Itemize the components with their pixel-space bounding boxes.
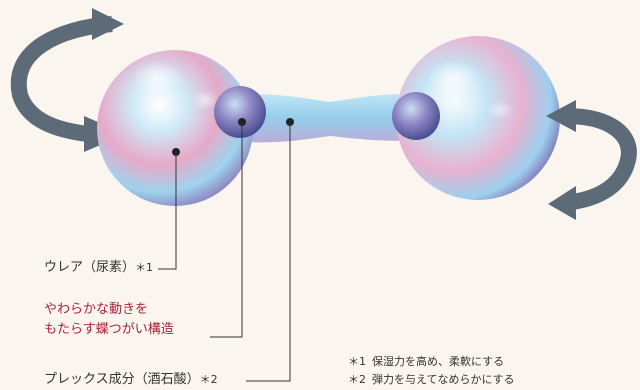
- label-urea-text: ウレア（尿素）: [44, 260, 136, 275]
- label-bridge-line1: やわらかな動きを: [44, 302, 149, 317]
- arrow-head-right-bottom: [548, 186, 576, 220]
- label-urea: ウレア（尿素）＊1: [44, 259, 153, 277]
- label-bridge: やわらかな動きを もたらす蝶つがい構造: [44, 301, 174, 339]
- footnote-1-mark: ＊1: [348, 355, 366, 368]
- leader-line-bridge: [210, 122, 243, 338]
- small-sphere-right: [392, 92, 440, 140]
- sphere-left: [97, 50, 253, 206]
- label-plex: プレックス成分（酒石酸）＊2: [44, 371, 218, 389]
- rotate-arrow-left-icon: [10, 16, 113, 142]
- label-urea-mark: ＊1: [135, 261, 154, 274]
- leader-line-plex: [246, 122, 291, 382]
- arrow-head-right-top: [546, 100, 576, 132]
- footnote-2-text: 弾力を与えてなめらかにする: [372, 373, 515, 386]
- label-plex-text: プレックス成分（酒石酸）: [44, 372, 200, 387]
- footnote-2: ＊2 弾力を与えてなめらかにする: [348, 370, 515, 390]
- footnote-1: ＊1 保湿力を高め、柔軟にする: [348, 352, 504, 372]
- label-plex-mark: ＊2: [199, 373, 218, 386]
- label-bridge-line2: もたらす蝶つがい構造: [44, 322, 174, 337]
- arrow-head-left-top: [92, 8, 124, 40]
- small-sphere-left: [214, 86, 266, 138]
- footnote-2-mark: ＊2: [348, 373, 366, 386]
- footnote-1-text: 保湿力を高め、柔軟にする: [372, 355, 505, 368]
- leader-line-urea: [158, 152, 177, 270]
- rotate-arrow-right-icon: [565, 108, 637, 210]
